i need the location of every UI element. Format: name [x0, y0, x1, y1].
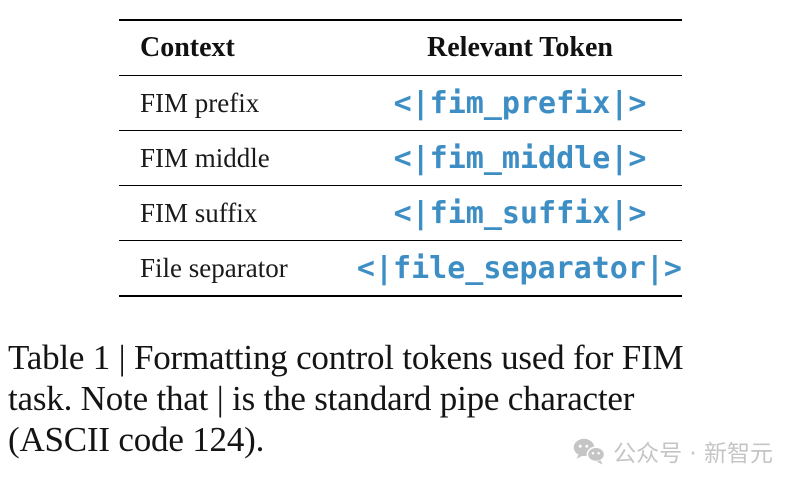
- token-cell: <|fim_middle|>: [393, 140, 647, 176]
- table-caption: Table 1 | Formatting control tokens used…: [8, 337, 798, 460]
- wechat-icon: [573, 438, 606, 465]
- context-cell: FIM prefix: [140, 87, 260, 118]
- table-row-file-separator: File separator <|file_separator|>: [119, 241, 682, 295]
- fim-token-table: Context Relevant Token FIM prefix <|fim_…: [119, 19, 682, 297]
- caption-line-3: (ASCII code 124).: [8, 420, 265, 459]
- column-header-relevant-token: Relevant Token: [427, 32, 613, 63]
- column-header-context: Context: [140, 32, 235, 63]
- table-header-row: Context Relevant Token: [119, 21, 682, 76]
- caption-line-1: Table 1 | Formatting control tokens used…: [8, 338, 684, 377]
- table-row-fim-suffix: FIM suffix <|fim_suffix|>: [119, 186, 682, 241]
- context-cell: File separator: [140, 252, 288, 283]
- context-cell: FIM middle: [140, 142, 270, 173]
- token-cell: <|file_separator|>: [356, 250, 682, 286]
- context-cell: FIM suffix: [140, 197, 258, 228]
- caption-line-2: task. Note that | is the standard pipe c…: [8, 379, 635, 418]
- token-cell: <|fim_suffix|>: [393, 195, 647, 231]
- watermark-label: 公众号 · 新智元: [613, 441, 773, 467]
- table-row-fim-middle: FIM middle <|fim_middle|>: [119, 131, 682, 186]
- watermark: 公众号 · 新智元: [573, 434, 773, 468]
- token-cell: <|fim_prefix|>: [393, 85, 647, 121]
- table-row-fim-prefix: FIM prefix <|fim_prefix|>: [119, 76, 682, 131]
